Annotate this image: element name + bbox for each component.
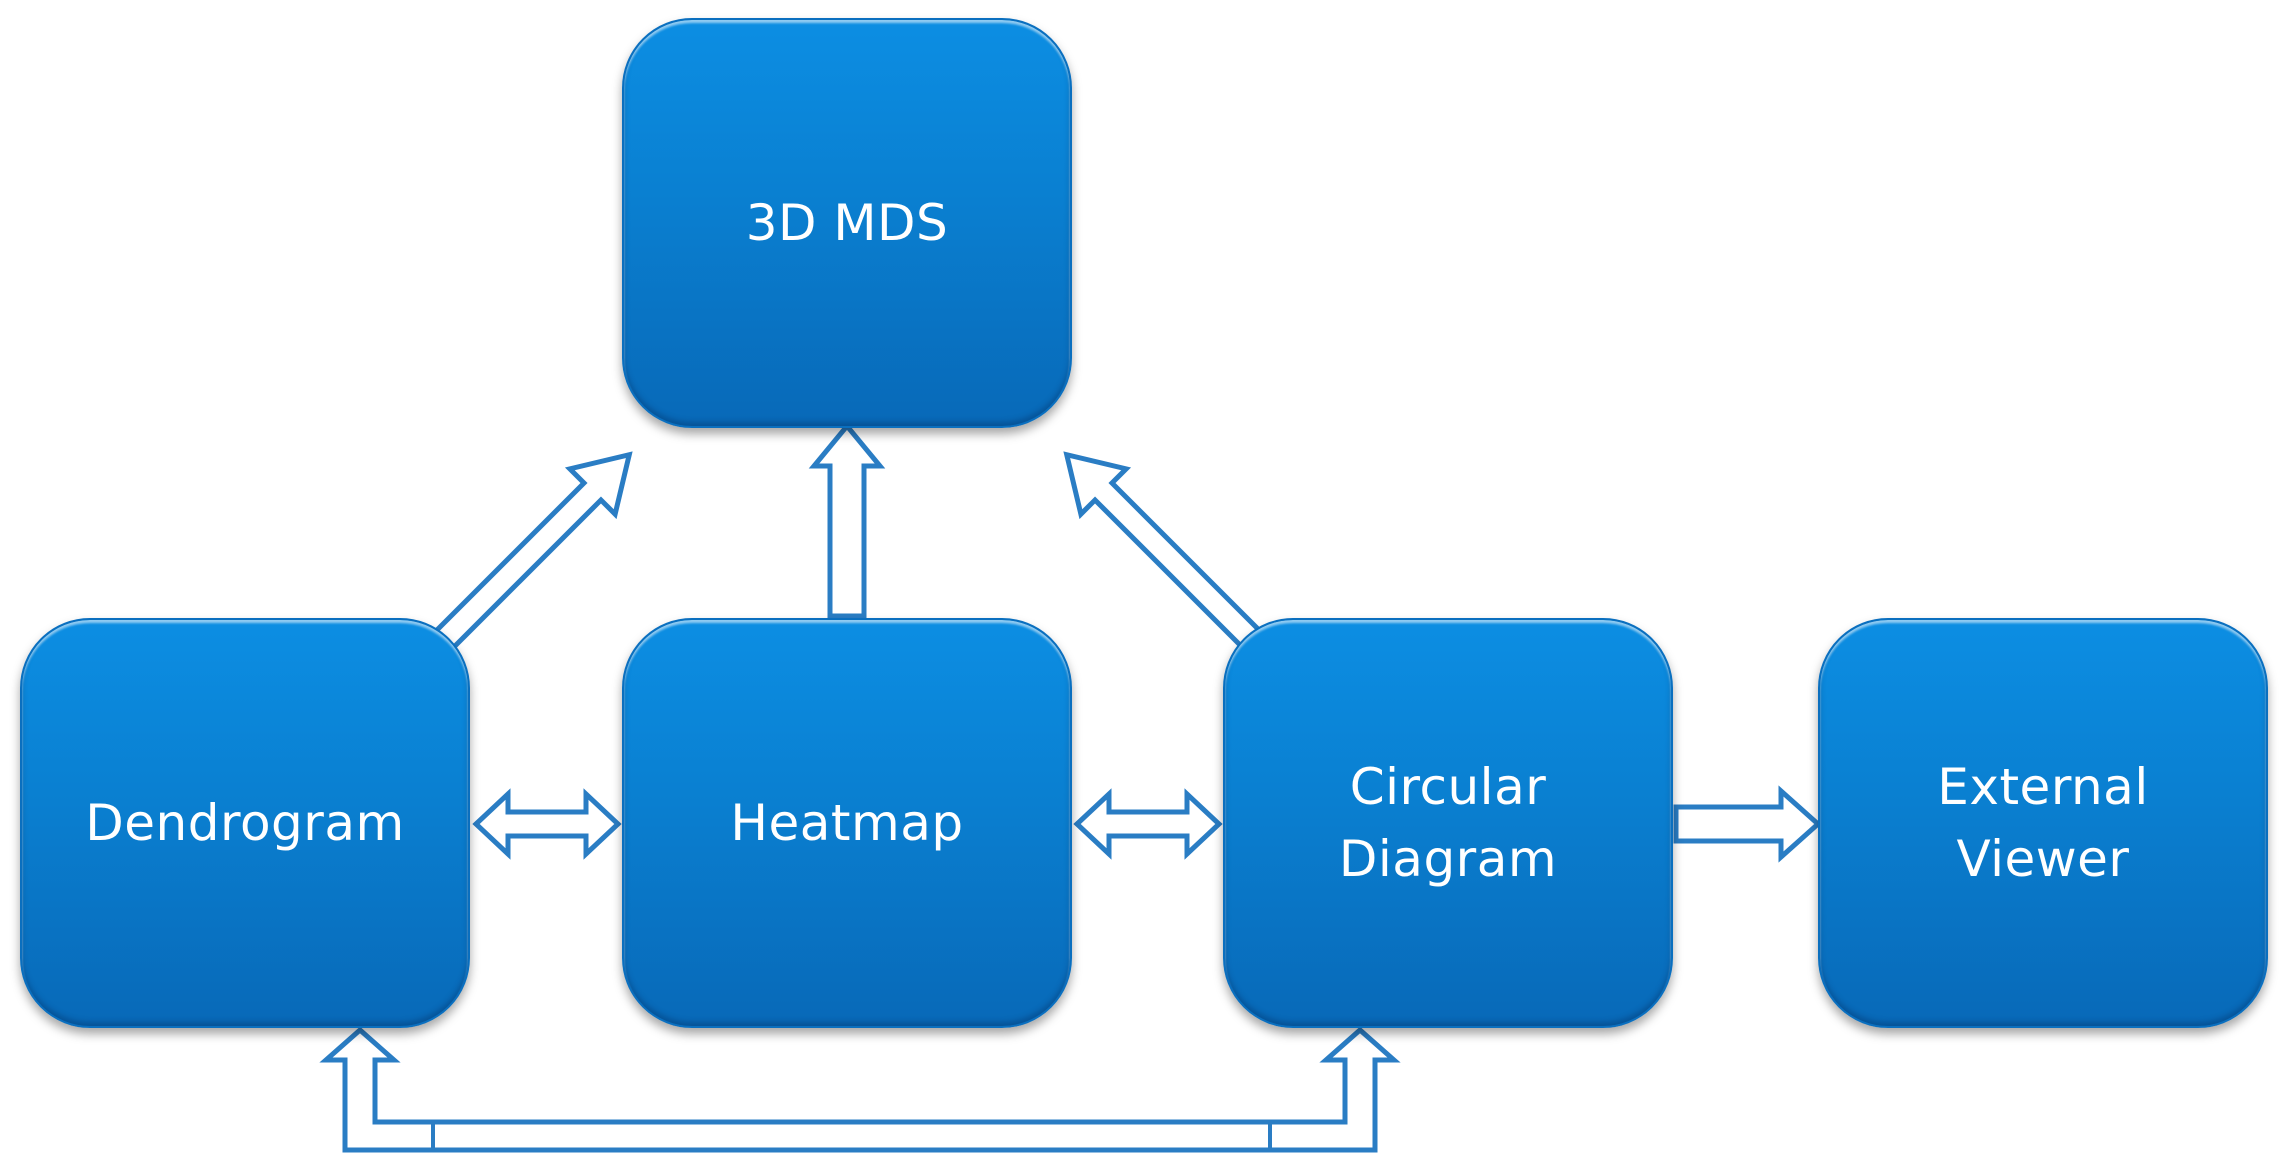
arrow-heatmap-circular — [1073, 788, 1223, 860]
node-external-viewer-label: External Viewer — [1937, 758, 2149, 888]
arrow-heatmap-to-mds — [808, 422, 886, 619]
arrow-circular-to-mds — [1063, 451, 1265, 653]
node-circular-diagram[interactable]: Circular Diagram — [1223, 618, 1673, 1028]
arrow-circular-to-external — [1673, 785, 1822, 863]
node-dendrogram-label: Dendrogram — [85, 794, 405, 852]
node-external-viewer[interactable]: External Viewer — [1818, 618, 2268, 1028]
node-3d-mds[interactable]: 3D MDS — [622, 18, 1072, 428]
node-dendrogram[interactable]: Dendrogram — [20, 618, 470, 1028]
arrow-dendrogram-circular-bottom — [319, 1026, 1401, 1153]
node-circular-diagram-label: Circular Diagram — [1338, 758, 1558, 888]
node-heatmap-label: Heatmap — [730, 794, 964, 852]
node-heatmap[interactable]: Heatmap — [622, 618, 1072, 1028]
arrow-dendrogram-to-mds — [431, 451, 633, 653]
arrow-dendrogram-heatmap — [472, 788, 622, 860]
node-3d-mds-label: 3D MDS — [745, 194, 949, 252]
